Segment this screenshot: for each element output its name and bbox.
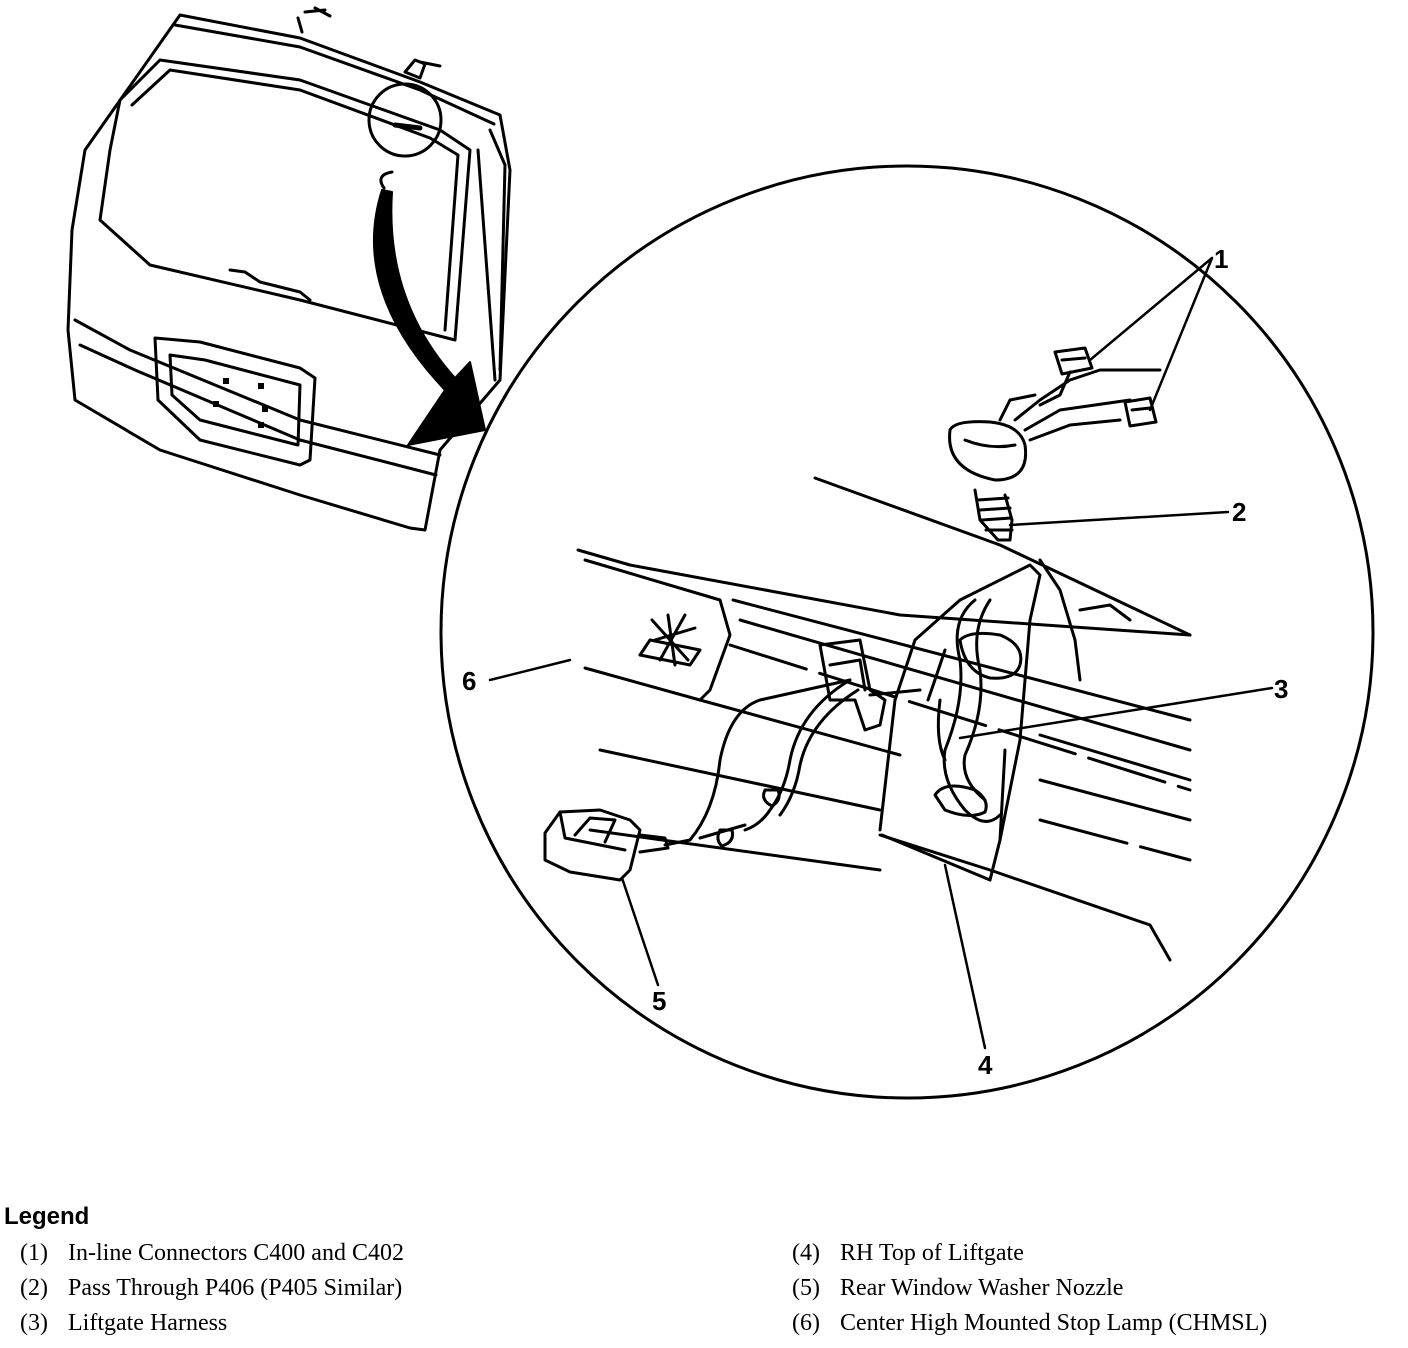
inline-connectors — [1053, 346, 1158, 428]
callout-6: 6 — [462, 666, 476, 696]
zoom-circle-small — [367, 82, 443, 158]
leader-2 — [1008, 510, 1230, 527]
leader-1 — [1088, 256, 1214, 412]
liftgate-diagram: 1 2 3 4 5 6 — [66, 6, 1375, 1100]
liftgate-harness — [868, 598, 1023, 823]
legend-item-label: Pass Through P406 (P405 Similar) — [68, 1275, 403, 1301]
legend-item-label: Liftgate Harness — [68, 1310, 228, 1336]
washer-nozzle — [543, 808, 670, 882]
detail-circle — [439, 164, 1375, 1100]
legend-item-number: (2) — [20, 1275, 48, 1301]
legend-item: (5) Rear Window Washer Nozzle — [792, 1275, 1123, 1302]
leader-6 — [488, 658, 572, 682]
legend-item: (2) Pass Through P406 (P405 Similar) — [20, 1275, 402, 1302]
legend-item-number: (1) — [20, 1240, 48, 1266]
legend-item-number: (5) — [792, 1275, 820, 1301]
legend-item: (1) In-line Connectors C400 and C402 — [20, 1240, 404, 1267]
legend-item-number: (6) — [792, 1310, 820, 1336]
license-plate-holes — [213, 378, 268, 428]
legend-item: (6) Center High Mounted Stop Lamp (CHMSL) — [792, 1310, 1267, 1337]
leader-4 — [943, 863, 987, 1050]
legend-item-label: In-line Connectors C400 and C402 — [68, 1240, 404, 1266]
pass-through-grommet — [948, 368, 1162, 542]
callout-3: 3 — [1274, 674, 1288, 704]
legend-item-label: RH Top of Liftgate — [840, 1240, 1024, 1266]
liftgate-overview — [66, 6, 512, 532]
legend-item: (3) Liftgate Harness — [20, 1310, 227, 1337]
liftgate-top-detail — [576, 476, 1192, 962]
callout-5: 5 — [652, 986, 666, 1016]
callout-1: 1 — [1214, 244, 1228, 274]
leader-5 — [620, 876, 660, 987]
zoom-arrow — [372, 189, 486, 446]
legend-item-number: (4) — [792, 1240, 820, 1266]
callout-2: 2 — [1232, 497, 1246, 527]
legend-item: (4) RH Top of Liftgate — [792, 1240, 1024, 1267]
washer-hose — [663, 638, 887, 848]
leader-lines — [488, 256, 1274, 1050]
legend-item-label: Center High Mounted Stop Lamp (CHMSL) — [840, 1310, 1268, 1336]
leader-3 — [958, 686, 1274, 740]
callout-4: 4 — [978, 1050, 993, 1080]
legend-title: Legend — [4, 1203, 90, 1230]
legend-item-label: Rear Window Washer Nozzle — [840, 1275, 1124, 1301]
legend-item-number: (3) — [20, 1310, 48, 1336]
